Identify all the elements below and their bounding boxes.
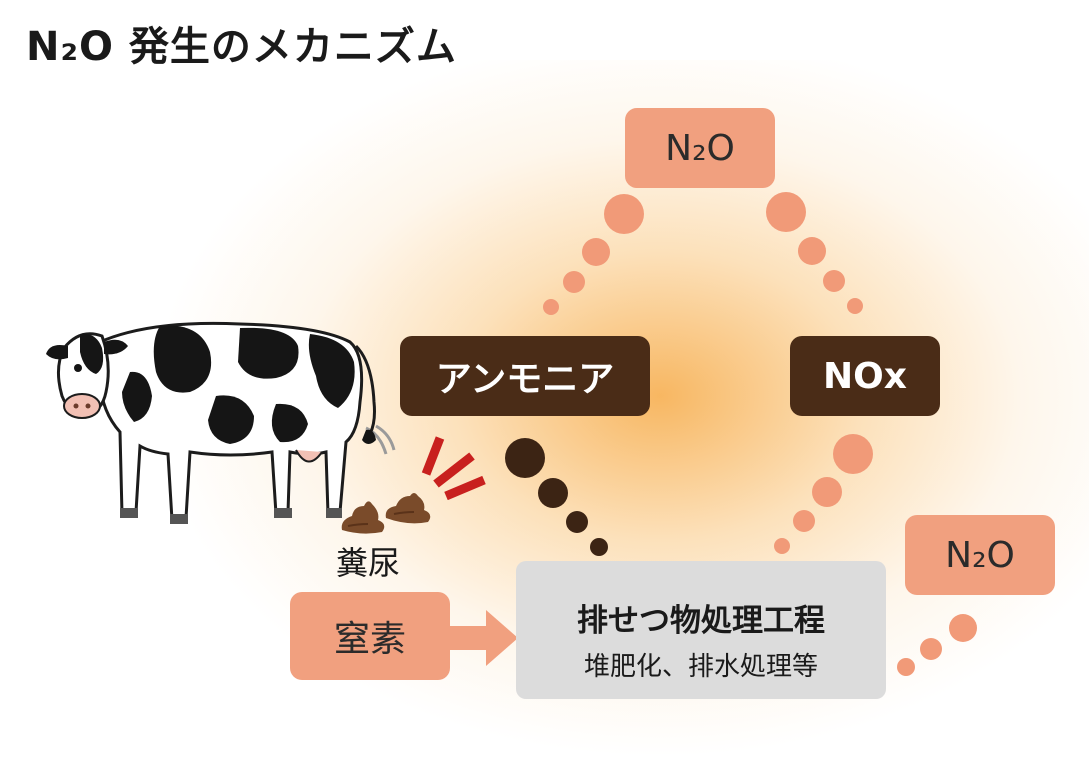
- flow-dot: [505, 438, 545, 478]
- arrow-right-icon: [448, 610, 518, 666]
- flow-dot: [812, 477, 842, 507]
- flow-dot: [793, 510, 815, 532]
- flow-dot: [566, 511, 588, 533]
- flow-dot: [823, 270, 845, 292]
- flow-dot: [897, 658, 915, 676]
- flow-dot: [538, 478, 568, 508]
- manure-icon: [341, 493, 431, 534]
- flow-dot: [543, 299, 559, 315]
- motion-lines-icon: [365, 424, 396, 455]
- process-box: 排せつ物処理工程 堆肥化、排水処理等: [516, 561, 886, 699]
- flow-dot: [833, 434, 873, 474]
- process-subtitle: 堆肥化、排水処理等: [583, 652, 818, 682]
- process-title: 排せつ物処理工程: [577, 603, 825, 639]
- flow-dot: [590, 538, 608, 556]
- flow-dot: [604, 194, 644, 234]
- cow-icon: [46, 321, 376, 524]
- n2o-right-box: N₂O: [905, 515, 1055, 595]
- flow-dot: [847, 298, 863, 314]
- flow-dot: [582, 238, 610, 266]
- nitrogen-box: 窒素: [290, 592, 450, 680]
- flow-dot: [766, 192, 806, 232]
- flow-dot: [774, 538, 790, 554]
- nox-box: NOx: [790, 336, 940, 416]
- ammonia-box: アンモニア: [400, 336, 650, 416]
- flow-dot: [949, 614, 977, 642]
- flow-dot: [563, 271, 585, 293]
- n2o-top-box: N₂O: [625, 108, 775, 188]
- page-title: N₂O 発生のメカニズム: [26, 24, 457, 70]
- manure-label: 糞尿: [336, 544, 401, 582]
- flow-dot: [920, 638, 942, 660]
- flow-dot: [798, 237, 826, 265]
- smell-lines-icon: [421, 436, 486, 500]
